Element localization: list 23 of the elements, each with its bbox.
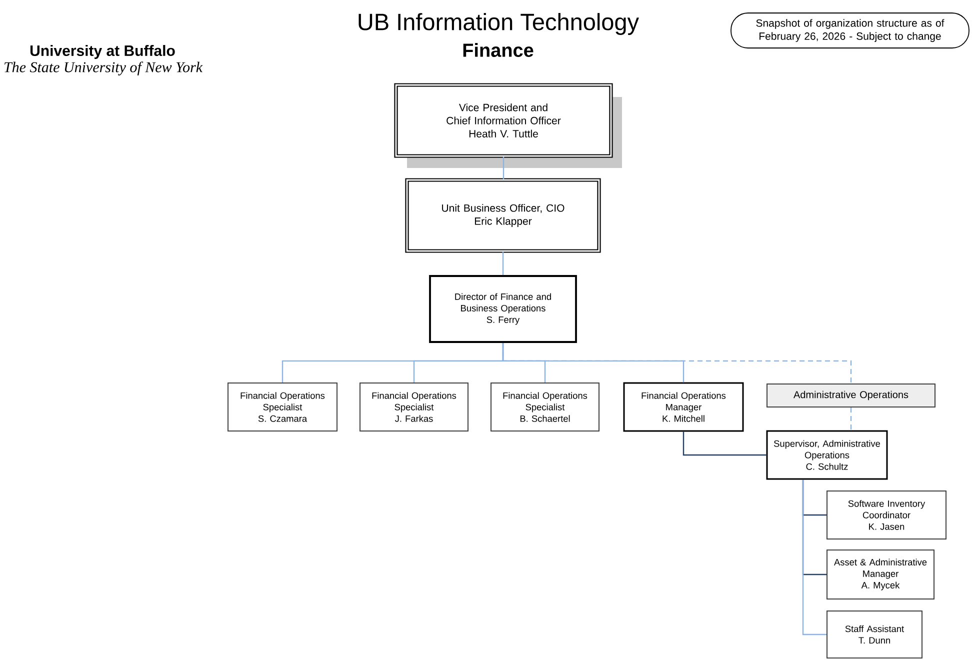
position-box: Financial Operations Manager K. Mitchell bbox=[623, 382, 744, 432]
position-box: Financial Operations Specialist S. Czamara bbox=[228, 382, 338, 432]
position-box: Staff Assistant T. Dunn bbox=[826, 610, 922, 658]
group-header-box: Administrative Operations bbox=[766, 384, 936, 408]
dashed-connector bbox=[850, 408, 852, 430]
connector-line bbox=[502, 156, 504, 180]
dashed-connector bbox=[502, 342, 852, 384]
note-box: Snapshot of organization structure as of February 26, 2026 - Subject to change bbox=[730, 12, 970, 48]
connector-line bbox=[682, 432, 766, 456]
position-box: Financial Operations Specialist B. Schaertel bbox=[490, 382, 600, 432]
university-name: University at Buffalo bbox=[30, 45, 175, 59]
position-box: Software Inventory Coordinator K. Jasen bbox=[826, 490, 946, 540]
position-box: Supervisor, Administrative Operations C. Schultz bbox=[766, 430, 888, 480]
position-box: Asset & Administrative Manager A. Mycek bbox=[826, 550, 934, 600]
position-box: Unit Business Officer, CIO Eric Klapper bbox=[405, 178, 601, 253]
position-box: Director of Finance and Business Operations S. Ferry bbox=[429, 275, 577, 343]
university-name: The State University of New York bbox=[4, 62, 203, 76]
position-box: Financial Operations Specialist J. Farkas bbox=[360, 382, 468, 432]
connector-line bbox=[502, 252, 504, 276]
subtitle: Finance bbox=[463, 43, 534, 57]
title: UB Information Technology bbox=[358, 13, 639, 35]
position-box: Vice President and Chief Information Officer Heath V. Tuttle bbox=[394, 83, 622, 168]
connector-line bbox=[802, 480, 826, 636]
